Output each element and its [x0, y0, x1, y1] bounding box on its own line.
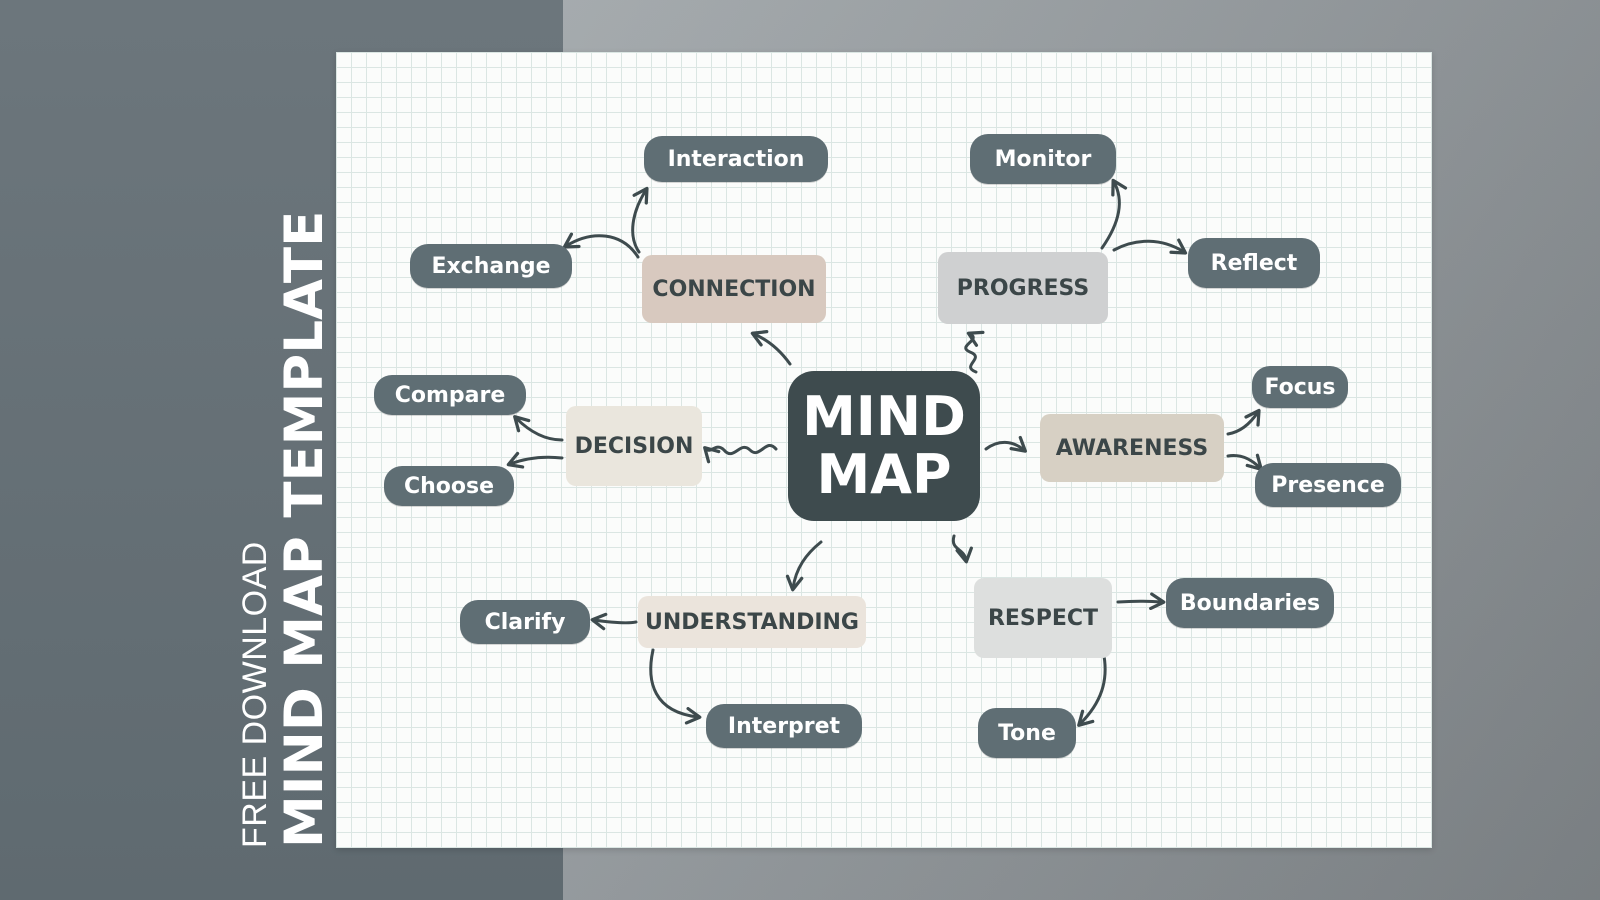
- leaf-interpret[interactable]: Interpret: [706, 704, 862, 748]
- connector-respect-boundaries: [1116, 592, 1166, 611]
- leaf-compare[interactable]: Compare: [374, 375, 526, 415]
- connector-understanding-interpret: [649, 648, 702, 725]
- branch-awareness[interactable]: AWARENESS: [1040, 414, 1224, 482]
- leaf-reflect[interactable]: Reflect: [1188, 238, 1320, 288]
- vertical-title: FREE DOWNLOAD MIND MAP TEMPLATE: [235, 211, 335, 848]
- connector-center-progress: [964, 330, 985, 374]
- connector-respect-tone: [1077, 654, 1107, 727]
- leaf-boundaries[interactable]: Boundaries: [1166, 578, 1334, 628]
- connector-progress-reflect: [1112, 238, 1188, 255]
- connector-center-respect: [951, 534, 973, 564]
- connector-progress-monitor: [1100, 178, 1128, 250]
- connector-connection-exchange: [562, 232, 640, 259]
- leaf-interaction[interactable]: Interaction: [644, 136, 828, 182]
- connector-understanding-clarify: [590, 612, 638, 631]
- center-line-1: MIND: [802, 385, 966, 448]
- connector-center-decision: [703, 444, 778, 464]
- subtitle: FREE DOWNLOAD: [236, 541, 274, 848]
- leaf-monitor[interactable]: Monitor: [970, 134, 1116, 184]
- leaf-choose[interactable]: Choose: [384, 466, 514, 506]
- center-node[interactable]: MIND MAP: [788, 371, 980, 521]
- page-title: MIND MAP TEMPLATE: [274, 210, 335, 848]
- leaf-presence[interactable]: Presence: [1255, 463, 1401, 507]
- connector-connection-interaction: [631, 186, 649, 254]
- connector-center-awareness: [984, 435, 1028, 453]
- mind-map-canvas: MIND MAP CONNECTION PROGRESS DECISION AW…: [336, 52, 1432, 848]
- center-line-2: MAP: [816, 443, 952, 506]
- connector-decision-choose: [506, 451, 564, 469]
- connectors: [506, 178, 1263, 727]
- leaf-focus[interactable]: Focus: [1252, 366, 1348, 408]
- connector-center-connection: [750, 330, 792, 366]
- connector-decision-compare: [513, 415, 564, 442]
- leaf-exchange[interactable]: Exchange: [410, 244, 572, 288]
- branch-understanding[interactable]: UNDERSTANDING: [638, 596, 866, 648]
- branch-respect[interactable]: RESPECT: [974, 578, 1112, 658]
- connector-awareness-presence: [1226, 453, 1263, 471]
- branch-connection[interactable]: CONNECTION: [642, 255, 826, 323]
- leaf-clarify[interactable]: Clarify: [460, 600, 590, 644]
- branch-decision[interactable]: DECISION: [566, 406, 702, 486]
- leaf-tone[interactable]: Tone: [978, 708, 1076, 758]
- branch-progress[interactable]: PROGRESS: [938, 252, 1108, 324]
- connector-center-understanding: [785, 540, 823, 592]
- connector-awareness-focus: [1226, 408, 1261, 436]
